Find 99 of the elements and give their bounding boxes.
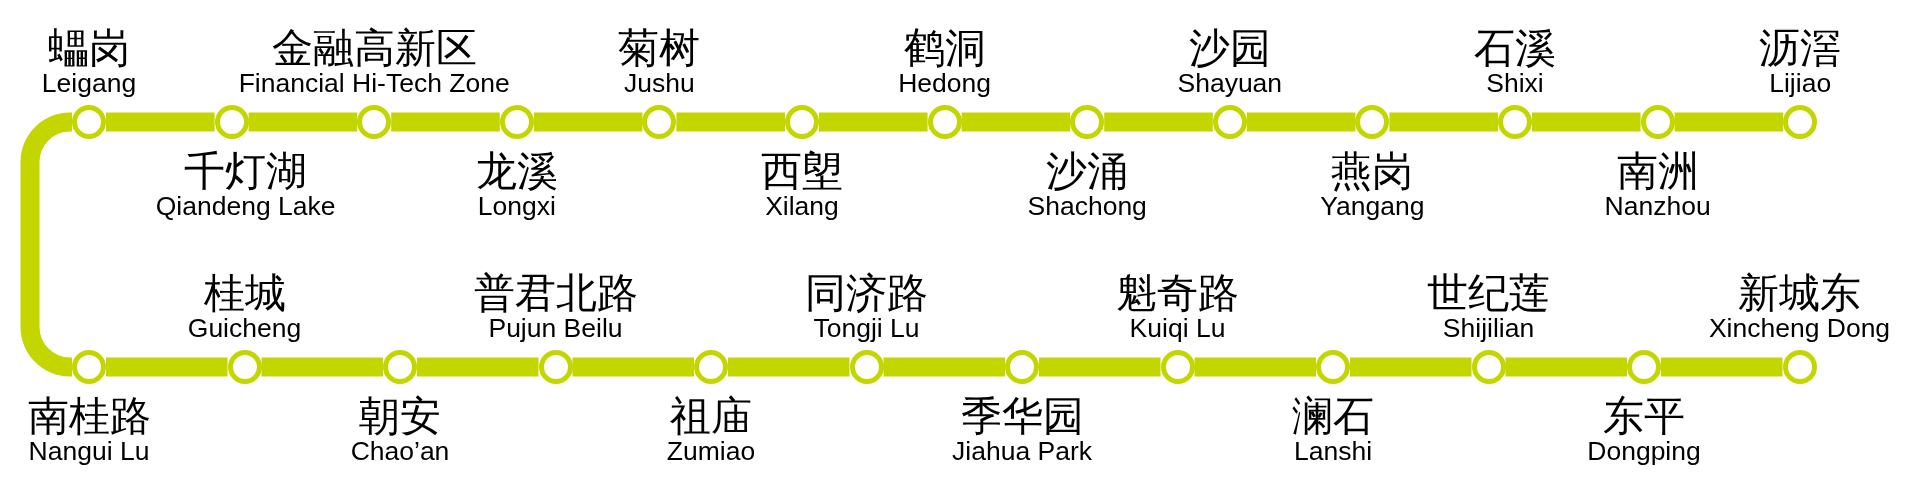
- station-name-english: Financial Hi-Tech Zone: [238, 69, 510, 97]
- route-line: [1661, 357, 1783, 377]
- route-line: [417, 357, 539, 377]
- station-marker: [72, 350, 106, 384]
- station-marker: [642, 105, 677, 139]
- station-name: 沙园: [1188, 27, 1271, 69]
- station-name-english: Dongping: [1587, 437, 1701, 465]
- station-marker: [694, 350, 728, 384]
- station-name: 新城东: [1738, 272, 1861, 314]
- station-name-english: Nangui Lu: [28, 437, 150, 465]
- route-line: [1674, 112, 1784, 132]
- route-line: [1039, 357, 1161, 377]
- station-name: 鹤洞: [903, 27, 986, 69]
- station-name-english: Lanshi: [1293, 437, 1373, 465]
- station-name-english: Shixi: [1486, 69, 1544, 97]
- station-name-english: Kuiqi Lu: [1129, 314, 1226, 342]
- station-name: 世纪莲: [1427, 272, 1550, 314]
- station-marker: [1498, 105, 1532, 139]
- station-name-english: Shijilian: [1442, 314, 1535, 342]
- route-line: [106, 357, 228, 377]
- station-marker: [538, 350, 573, 384]
- route-line: [1246, 112, 1356, 132]
- station-name: 祖庙: [670, 395, 752, 437]
- route-line: [883, 357, 1005, 377]
- station-marker: [1783, 105, 1818, 139]
- station-marker: [1782, 350, 1817, 384]
- station-marker: [499, 105, 534, 139]
- route-line: [1389, 112, 1498, 132]
- station-name-english: Qiandeng Lake: [155, 192, 336, 220]
- station-name-english: Tongji Lu: [813, 314, 920, 342]
- route-line: [533, 112, 643, 132]
- station-name: 蠝岗: [48, 27, 130, 69]
- route-line: [728, 357, 850, 377]
- station-marker: [1005, 350, 1039, 384]
- station-marker: [357, 105, 392, 139]
- route-line: [391, 112, 500, 132]
- station-name: 南桂路: [27, 395, 151, 437]
- route-line: [1350, 357, 1472, 377]
- station-name: 桂城: [203, 272, 286, 314]
- station-name: 石溪: [1474, 27, 1556, 69]
- station-marker: [1212, 105, 1247, 139]
- station-marker: [1627, 350, 1661, 384]
- station-name: 沙涌: [1046, 150, 1129, 192]
- station-name-english: Hedong: [898, 69, 991, 97]
- station-marker: [1355, 105, 1390, 139]
- station-name: 西塱: [761, 150, 843, 192]
- station-marker: [214, 105, 249, 139]
- station-name: 菊树: [618, 27, 701, 69]
- route-line: [1104, 112, 1213, 132]
- route-line: [248, 112, 358, 132]
- station-name: 千灯湖: [184, 150, 308, 192]
- station-name-english: Yangang: [1320, 192, 1425, 220]
- route-line: [261, 357, 383, 377]
- route-line: [20, 112, 72, 377]
- route-line: [106, 112, 215, 132]
- station-marker: [227, 350, 262, 384]
- route-line: [1505, 357, 1627, 377]
- station-name-english: Leigang: [41, 69, 137, 97]
- station-name-english: Shachong: [1027, 192, 1147, 220]
- station-name: 沥滘: [1759, 27, 1842, 69]
- station-name-english: Shayuan: [1177, 69, 1283, 97]
- route-line: [1194, 357, 1316, 377]
- route-line: [676, 112, 785, 132]
- station-name: 澜石: [1292, 395, 1374, 437]
- station-name-english: Chao’an: [350, 437, 450, 465]
- station-marker: [785, 105, 819, 139]
- station-name: 金融高新区: [271, 27, 477, 69]
- station-name-english: Lijiao: [1769, 69, 1832, 97]
- station-name: 魁奇路: [1116, 272, 1239, 314]
- station-marker: [927, 105, 962, 139]
- station-name-english: Pujun Beilu: [488, 314, 623, 342]
- route-line: [572, 357, 694, 377]
- station-name-english: Xilang: [765, 192, 839, 220]
- station-name: 南洲: [1616, 150, 1699, 192]
- route-line: [1532, 112, 1641, 132]
- station-name: 同济路: [805, 272, 928, 314]
- station-name-english: Jiahua Park: [952, 437, 1092, 465]
- station-name: 朝安: [359, 395, 441, 437]
- station-name-english: Longxi: [477, 192, 556, 220]
- route-line: [819, 112, 928, 132]
- station-marker: [383, 350, 417, 384]
- station-name-english: Nanzhou: [1604, 192, 1711, 220]
- station-marker: [1070, 105, 1105, 139]
- station-name-english: Guicheng: [187, 314, 302, 342]
- station-name: 东平: [1603, 395, 1685, 437]
- station-name-english: Zumiao: [666, 437, 756, 465]
- station-marker: [1316, 350, 1350, 384]
- station-name-english: Xincheng Dong: [1708, 314, 1891, 342]
- route-line: [961, 112, 1071, 132]
- station-name: 季华园: [960, 395, 1084, 437]
- station-name-english: Jushu: [624, 69, 695, 97]
- station-name: 龙溪: [475, 150, 558, 192]
- station-marker: [1471, 350, 1506, 384]
- station-name: 普君北路: [473, 272, 638, 314]
- station-marker: [72, 105, 106, 139]
- station-marker: [1160, 350, 1195, 384]
- station-marker: [1640, 105, 1675, 139]
- station-marker: [849, 350, 884, 384]
- station-name: 燕岗: [1331, 150, 1414, 192]
